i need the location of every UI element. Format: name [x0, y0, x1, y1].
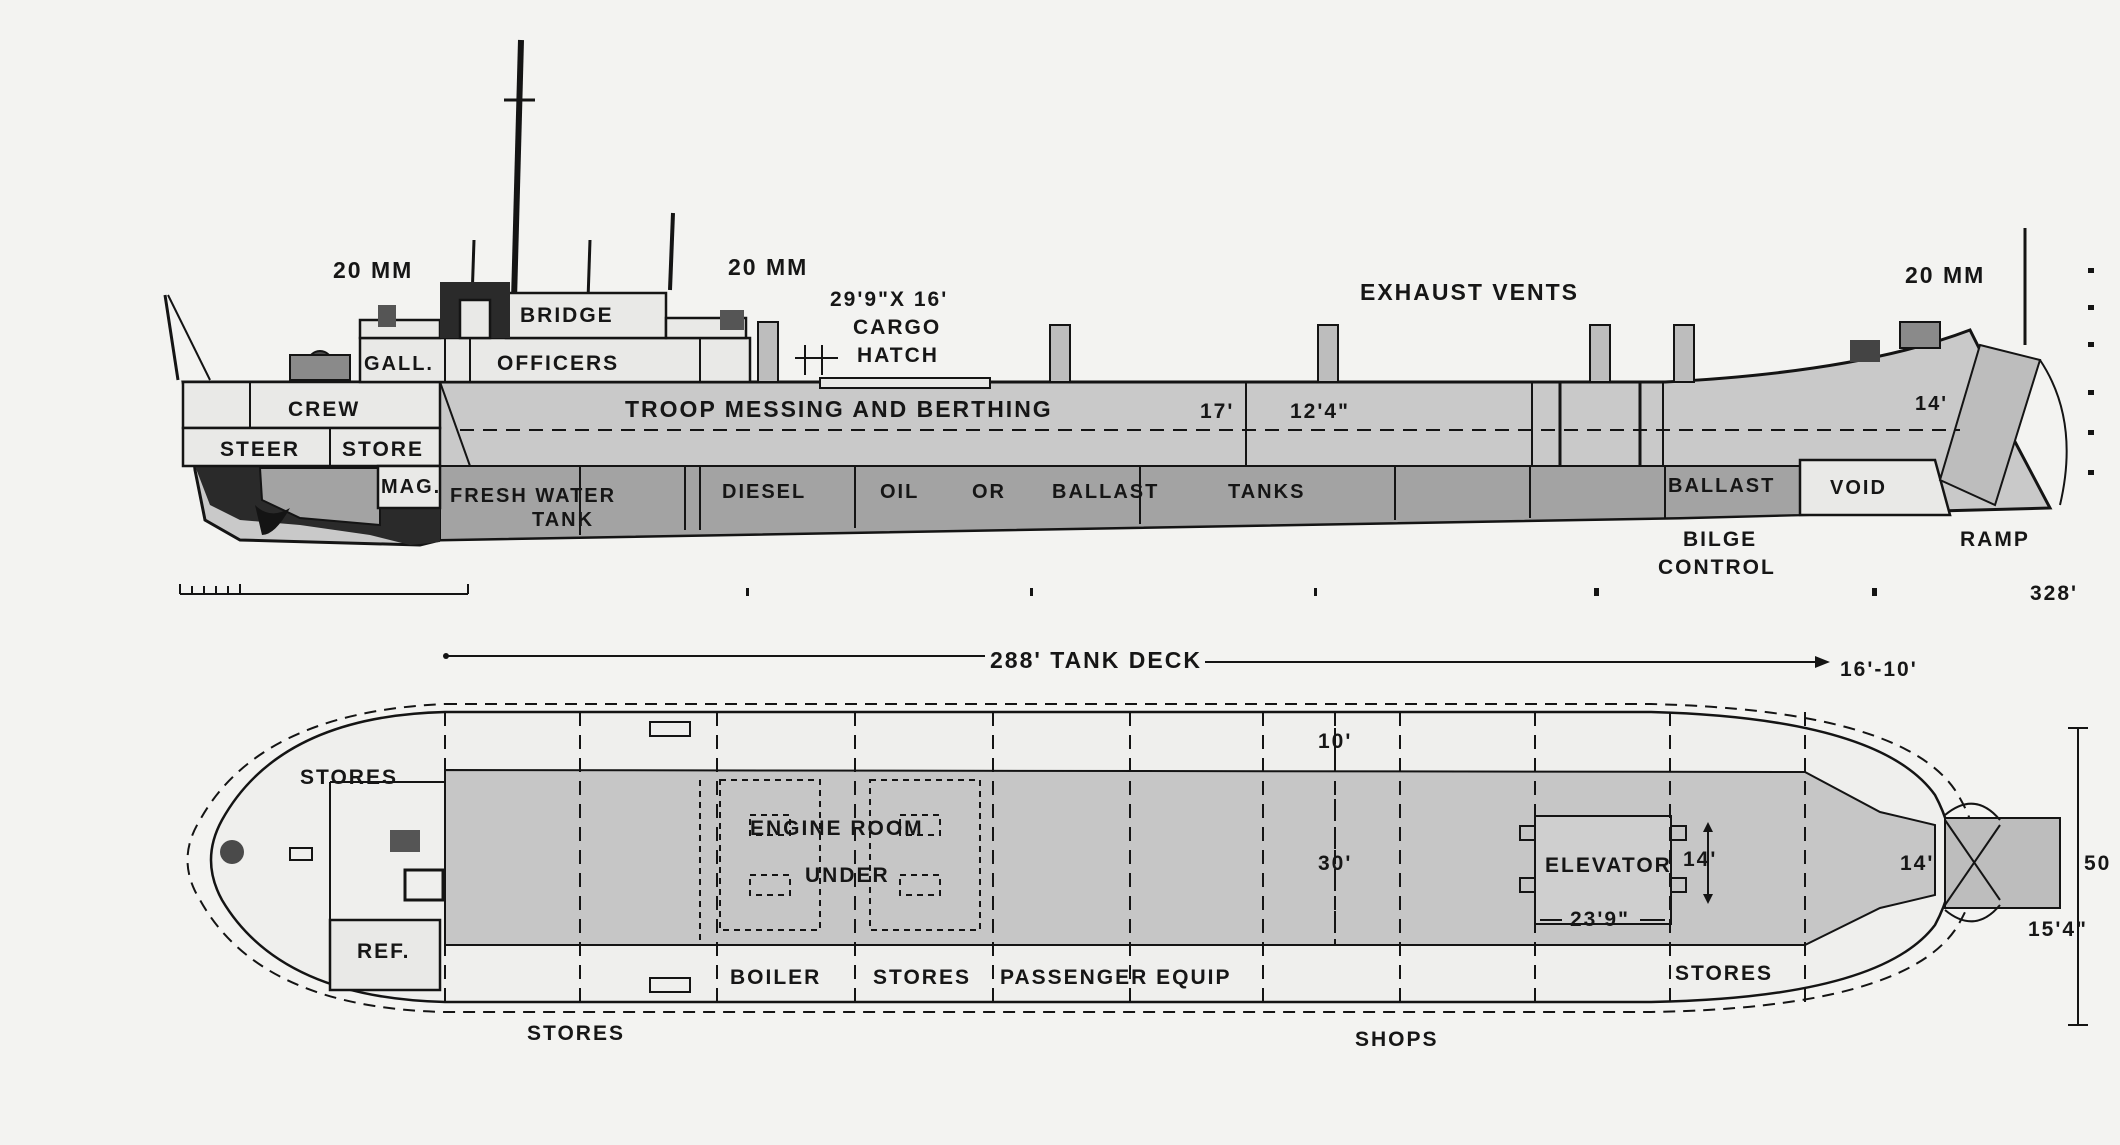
steer-store-compartment	[181, 426, 442, 468]
exhaust-vent	[1589, 324, 1611, 383]
under-label: UNDER	[805, 864, 890, 887]
cargo-hatch-label-1: CARGO	[853, 316, 941, 339]
engine-room-label: ENGINE ROOM	[750, 817, 924, 840]
bilge-label: BILGE	[1683, 528, 1757, 551]
fwd-20mm-gun	[1899, 321, 1941, 349]
ramp-width-label: 14'	[1900, 852, 1934, 875]
length-328-label: 328'	[2030, 582, 2078, 605]
profile-view: 20 MM 20 MM 20 MM BRIDGE GALL. OFFICERS …	[163, 39, 2068, 579]
funnel	[757, 321, 779, 383]
stores-below-label: STORES	[527, 1022, 625, 1045]
plan-hull-outer	[186, 703, 1979, 1013]
gun-fwd-label: 20 MM	[1905, 262, 1985, 288]
width-30-label: 30'	[1318, 852, 1352, 875]
elevator-length-label: 23'9"	[1570, 908, 1630, 931]
bow-curve	[2039, 359, 2068, 506]
exhaust-vent	[1317, 324, 1339, 383]
mid-20mm-gun	[720, 310, 744, 330]
gun-aft-label: 20 MM	[333, 257, 413, 283]
shops-label: SHOPS	[1355, 1028, 1439, 1051]
height-12-4-label: 12'4"	[1290, 400, 1350, 423]
elevator-width-label: 14'	[1683, 848, 1717, 871]
aft-20mm-gun	[378, 305, 396, 327]
stores-fwd-label: STORES	[1675, 962, 1773, 985]
propeller-icon	[255, 505, 290, 535]
exhaust-vents-label: EXHAUST VENTS	[1360, 279, 1579, 305]
exhaust-vent	[1673, 324, 1695, 383]
exhaust-vent	[1049, 324, 1071, 383]
ref-compartment	[328, 918, 442, 992]
crew-label: CREW	[288, 398, 360, 421]
bow-ramp	[1938, 343, 2042, 507]
plan-view: STORES REF. ENGINE ROOM UNDER BOILER STO…	[186, 703, 2111, 1051]
ramp-label: RAMP	[1960, 528, 2030, 551]
void-section	[1798, 458, 1952, 517]
bow-door	[1944, 817, 2061, 909]
draft-marks	[2088, 268, 2094, 475]
stores-aft-label: STORES	[300, 766, 398, 789]
officers-label: OFFICERS	[497, 352, 619, 375]
aft-hull-lower	[258, 467, 381, 527]
store-label: STORE	[342, 438, 424, 461]
void-label: VOID	[1830, 477, 1887, 499]
length-scale: 328'	[179, 582, 2078, 605]
officers-deckhouse	[358, 336, 752, 384]
oil-label: OIL	[880, 481, 919, 503]
fresh-water-label: FRESH WATER	[450, 485, 616, 507]
engine-room-machinery	[699, 779, 981, 940]
fwd-dimension-label: 16'-10'	[1840, 658, 1918, 681]
diesel-label: DIESEL	[722, 481, 806, 503]
tank-deck-label: 288' TANK DECK	[990, 647, 1202, 673]
elevator	[1534, 815, 1672, 925]
height-17-label: 17'	[1200, 400, 1234, 423]
magazine-compartment	[376, 464, 442, 510]
or-label: OR	[972, 481, 1006, 503]
aft-winch-icon	[220, 840, 244, 864]
height-14-label: 14'	[1915, 393, 1948, 415]
fresh-water-tank-label: TANK	[532, 509, 594, 531]
cargo-hatch-size: 29'9"X 16'	[830, 288, 948, 311]
masts	[163, 39, 2027, 381]
crew-compartment	[181, 380, 442, 430]
boiler-label: BOILER	[730, 966, 821, 989]
gun-mid-label: 20 MM	[728, 254, 808, 280]
cargo-hatch	[819, 377, 991, 389]
ref-label: REF.	[357, 940, 411, 963]
elevator-label: ELEVATOR	[1545, 854, 1672, 877]
tank-band	[439, 465, 1801, 542]
steer-label: STEER	[220, 438, 300, 461]
tank-deck-dimension: 288' TANK DECK 16'-10'	[443, 647, 1918, 681]
beam-label: 50	[2084, 852, 2111, 875]
galley-label: GALL.	[364, 353, 434, 375]
bow-door-label: 15'4"	[2028, 918, 2088, 941]
bilge-control-label: CONTROL	[1658, 556, 1776, 579]
magazine-label: MAG.	[381, 476, 441, 498]
ballast-label: BALLAST	[1668, 475, 1775, 497]
ballast-word-label: BALLAST	[1052, 481, 1159, 503]
galley-house	[358, 318, 442, 340]
tanks-label: TANKS	[1228, 481, 1305, 503]
troop-messing-label: TROOP MESSING AND BERTHING	[625, 396, 1053, 422]
cargo-hatch-label-2: HATCH	[857, 344, 939, 367]
stores-mid-label: STORES	[873, 966, 971, 989]
passenger-equip-label: PASSENGER EQUIP	[1000, 966, 1232, 989]
bridge-label: BRIDGE	[520, 304, 614, 327]
bridge-house	[504, 291, 668, 340]
